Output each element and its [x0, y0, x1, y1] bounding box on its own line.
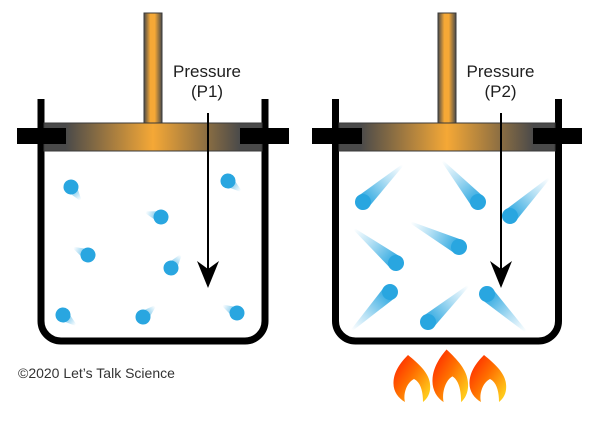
copyright-credit: ©2020 Let’s Talk Science: [18, 365, 175, 381]
gas-molecule: [353, 228, 404, 271]
piston-rod: [143, 12, 163, 124]
molecule-particle: [355, 194, 371, 210]
piston-stop-right: [240, 128, 289, 144]
molecule-particle: [388, 255, 404, 271]
molecule-particle: [382, 284, 398, 300]
gas-molecule: [135, 305, 156, 325]
molecule-particle: [135, 309, 151, 325]
gas-molecule: [410, 221, 467, 255]
container-outline: [37, 99, 269, 345]
molecule-particle: [220, 173, 236, 189]
piston-plate: [338, 122, 556, 152]
gas-molecule: [73, 246, 96, 263]
container-left: Pressure (P1): [17, 12, 289, 345]
molecule-particle: [451, 239, 467, 255]
container-right: Pressure (P2): [312, 12, 582, 345]
pressure-label: Pressure: [173, 62, 241, 81]
gas-molecules-left: [55, 173, 245, 326]
gas-molecule: [479, 286, 527, 333]
piston-stop-left: [17, 128, 66, 144]
gas-molecule: [220, 173, 242, 192]
motion-trail: [441, 160, 484, 208]
gas-molecule: [63, 179, 82, 201]
piston-stop-left: [312, 128, 362, 144]
arrowhead-down-icon: [490, 261, 512, 288]
molecule-particle: [502, 208, 518, 224]
gas-molecule: [351, 284, 398, 331]
molecule-particle: [80, 247, 96, 263]
flame-icon: [432, 349, 469, 403]
gas-molecule: [222, 304, 245, 321]
pressure-symbol: (P1): [191, 82, 223, 101]
molecule-particle: [470, 194, 486, 210]
arrowhead-down-icon: [197, 261, 219, 288]
gas-molecule: [502, 177, 550, 224]
gas-molecule: [420, 285, 469, 330]
piston-plate: [43, 122, 263, 152]
gas-molecule: [55, 307, 77, 326]
flame-icon: [469, 355, 507, 402]
pressure-arrow: [490, 113, 512, 288]
molecule-particle: [63, 179, 79, 195]
container-outline: [332, 99, 562, 345]
flame-icon: [393, 355, 431, 402]
gas-molecule: [145, 209, 169, 225]
motion-trail: [353, 228, 401, 269]
molecule-particle: [420, 314, 436, 330]
piston-stop-right: [533, 128, 582, 144]
motion-trail: [410, 221, 463, 254]
molecule-particle: [153, 209, 169, 225]
heat-source: [393, 349, 507, 403]
gas-molecule: [441, 160, 486, 210]
pressure-label: Pressure: [466, 62, 534, 81]
molecule-particle: [55, 307, 71, 323]
pressure-symbol: (P2): [484, 82, 516, 101]
gas-molecules-right: [351, 160, 550, 333]
gas-molecule: [163, 254, 182, 276]
molecule-particle: [163, 260, 179, 276]
piston-rod: [437, 12, 457, 124]
molecule-particle: [229, 305, 245, 321]
molecule-particle: [479, 286, 495, 302]
gas-molecule: [355, 164, 404, 210]
motion-trail: [422, 285, 469, 328]
pressure-arrow: [197, 113, 219, 288]
